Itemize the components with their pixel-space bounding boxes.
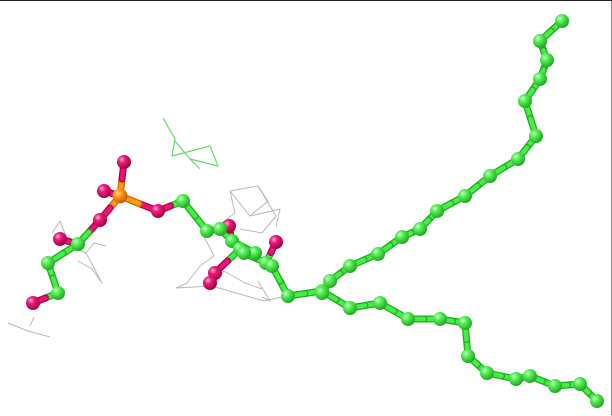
carbon-atom [373, 296, 387, 310]
carbon-atom [315, 286, 329, 300]
oxygen-atom [97, 184, 111, 198]
carbon-atom [590, 394, 604, 408]
carbon-atom [323, 274, 337, 288]
carbon-atom [395, 230, 409, 244]
wire-segment [223, 270, 263, 290]
carbon-atom [248, 246, 262, 260]
carbon-atom [548, 379, 562, 393]
phosphorus-atom [112, 188, 128, 204]
oxygen-atom [203, 276, 217, 290]
carbon-atom [237, 246, 251, 260]
oxygen-atom [151, 204, 165, 218]
carbon-atom [430, 204, 444, 218]
wire-segment-green [189, 158, 201, 170]
wireframe-lines [7, 117, 283, 338]
oxygen-atom [269, 235, 283, 249]
carbon-atom [413, 222, 427, 236]
atom-spheres [26, 14, 604, 408]
carbon-atom [555, 14, 569, 28]
carbon-atom [213, 222, 227, 236]
carbon-atom [529, 129, 543, 143]
wire-segment [85, 242, 107, 254]
carbon-atom [533, 34, 547, 48]
oxygen-atom [117, 155, 131, 169]
carbon-atom [461, 349, 475, 363]
carbon-atom [51, 286, 65, 300]
carbon-atom [533, 72, 547, 86]
carbon-atom [71, 237, 85, 251]
carbon-atom [540, 53, 554, 67]
carbon-atom [265, 259, 279, 273]
wire-segment [51, 220, 61, 234]
wire-segment [211, 285, 283, 302]
oxygen-atom [93, 213, 107, 227]
oxygen-atom [26, 296, 40, 310]
carbon-atom [176, 194, 190, 208]
wire-segment [221, 190, 236, 224]
oxygen-atom [53, 232, 67, 246]
carbon-atom [509, 372, 523, 386]
carbon-atom [433, 312, 447, 326]
carbon-atom [573, 377, 587, 391]
wire-segment [249, 208, 281, 228]
carbon-atom [343, 259, 357, 273]
carbon-atom [511, 152, 525, 166]
carbon-atom [401, 312, 415, 326]
wire-segment [229, 185, 269, 217]
carbon-atom [281, 289, 295, 303]
carbon-atom [518, 94, 532, 108]
wire-segment [29, 316, 35, 327]
bond-sticks [29, 17, 601, 405]
carbon-atom [458, 189, 472, 203]
carbon-atom [480, 366, 494, 380]
carbon-atom [458, 316, 472, 330]
carbon-atom [371, 247, 385, 261]
carbon-atom [41, 256, 55, 270]
wire-segment [7, 322, 51, 338]
wire-segment [239, 185, 277, 234]
carbon-atom [200, 224, 214, 238]
carbon-atom [483, 169, 497, 183]
carbon-atom [343, 301, 357, 315]
carbon-atom [523, 369, 537, 383]
wire-segment [257, 280, 271, 302]
